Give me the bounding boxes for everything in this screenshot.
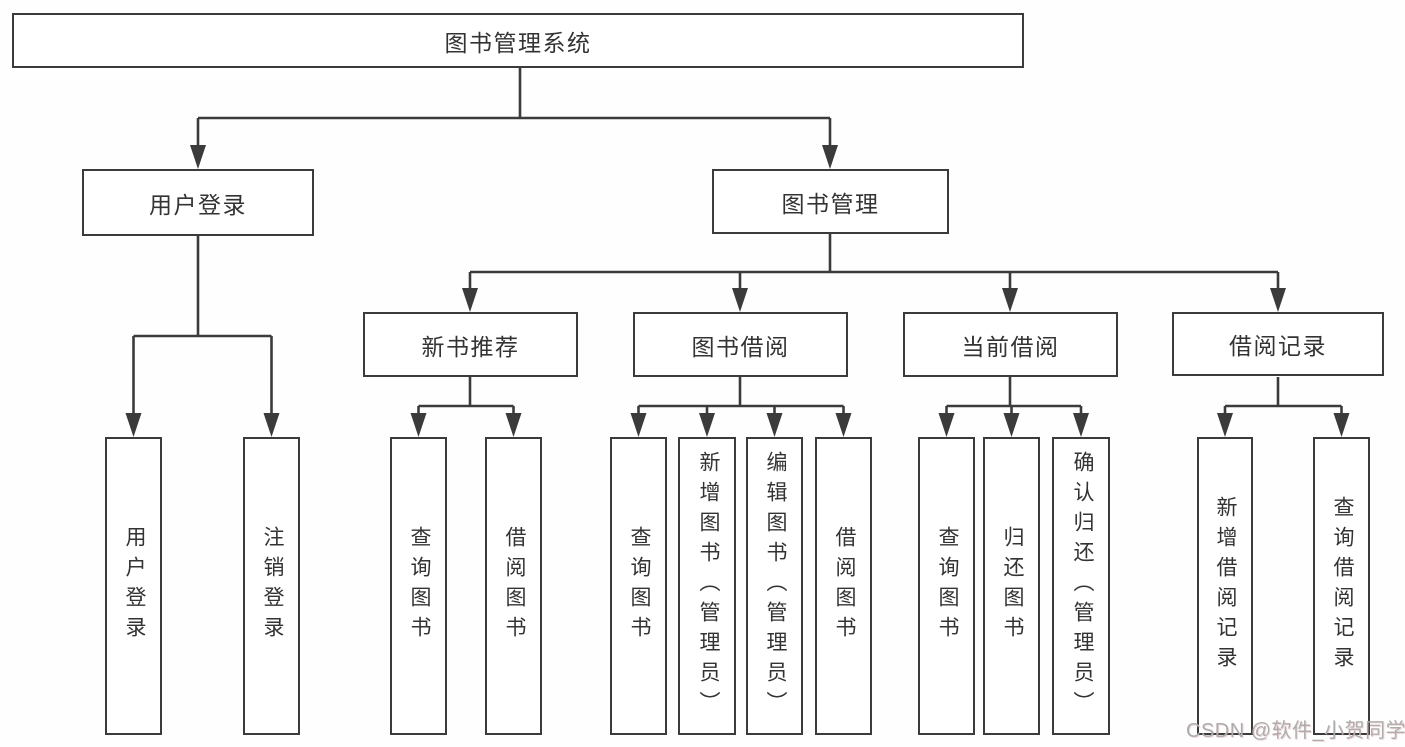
arrowhead-down-icon: [125, 413, 142, 437]
node-leaf-query-books-1: 查询图书: [390, 437, 447, 735]
arrowhead-down-icon: [1270, 288, 1286, 312]
arrowhead-down-icon: [410, 413, 427, 437]
arrowhead-down-icon: [732, 288, 748, 312]
connector-user-login-children: [132, 236, 273, 415]
node-section-book-borrow: 图书借阅: [633, 312, 848, 377]
connector-root-to-level2: [196, 68, 832, 147]
node-section-new-book-recommend: 新书推荐: [363, 312, 578, 377]
arrowhead-down-icon: [1333, 413, 1350, 437]
connector-new-book-recommend-children: [417, 377, 515, 415]
watermark: CSDN @软件_小贺同学: [1186, 720, 1405, 742]
arrowhead-down-icon: [1217, 413, 1233, 437]
node-leaf-logout: 注销登录: [243, 437, 300, 735]
connector-borrow-records-children: [1223, 377, 1343, 415]
node-leaf-return-book: 归还图书: [983, 437, 1040, 735]
arrowhead-down-icon: [630, 413, 647, 437]
arrowhead-down-icon: [505, 413, 522, 437]
arrowhead-down-icon: [1002, 288, 1018, 312]
node-leaf-borrow-books-2: 借阅图书: [815, 437, 872, 735]
node-leaf-add-borrow-record: 新增借阅记录: [1197, 437, 1253, 735]
node-branch-user-login: 用户登录: [82, 169, 314, 236]
arrowhead-down-icon: [462, 288, 478, 312]
arrowhead-down-icon: [938, 413, 955, 437]
connector-book-borrow-children: [637, 377, 845, 415]
arrowhead-down-icon: [822, 145, 838, 169]
arrowhead-down-icon: [263, 413, 280, 437]
node-branch-book-management: 图书管理: [712, 169, 949, 234]
node-section-borrow-records: 借阅记录: [1172, 312, 1384, 376]
node-leaf-confirm-return-admin: 确认归还（管理员）: [1052, 437, 1110, 735]
node-leaf-query-books-3: 查询图书: [918, 437, 975, 735]
node-leaf-borrow-books-1: 借阅图书: [485, 437, 542, 735]
arrowhead-down-icon: [1003, 413, 1020, 437]
connector-book-management-sections: [468, 234, 1280, 290]
node-root-system: 图书管理系统: [12, 13, 1024, 68]
connector-current-borrow-children: [945, 377, 1083, 415]
arrowhead-down-icon: [699, 413, 715, 437]
node-leaf-edit-book-admin: 编辑图书（管理员）: [746, 437, 803, 735]
arrowhead-down-icon: [190, 145, 206, 169]
node-leaf-add-book-admin: 新增图书（管理员）: [678, 437, 736, 735]
arrowhead-down-icon: [1073, 413, 1089, 437]
node-leaf-query-books-2: 查询图书: [610, 437, 667, 735]
arrowhead-down-icon: [835, 413, 852, 437]
node-section-current-borrow: 当前借阅: [903, 312, 1118, 377]
arrowhead-down-icon: [766, 413, 783, 437]
node-leaf-query-borrow-record: 查询借阅记录: [1313, 437, 1370, 735]
node-leaf-user-login: 用户登录: [105, 437, 162, 735]
